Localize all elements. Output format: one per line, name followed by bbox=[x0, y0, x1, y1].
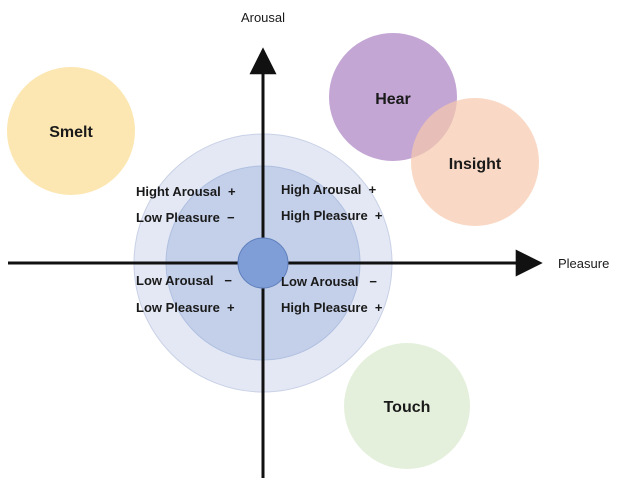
smelt-label: Smelt bbox=[49, 124, 93, 141]
bottom-left-line1: Low Arousal − bbox=[136, 273, 232, 288]
touch-bubble bbox=[344, 343, 470, 469]
bottom-right-line1: Low Arousal − bbox=[281, 274, 377, 289]
touch-label: Touch bbox=[384, 399, 431, 416]
bottom-right-line2: High Pleasure + bbox=[281, 300, 383, 315]
y-axis-label: Arousal bbox=[241, 10, 285, 25]
bottom-left-line2: Low Pleasure + bbox=[136, 300, 235, 315]
center-dot bbox=[237, 237, 289, 289]
top-left-line1: Hight Arousal + bbox=[136, 184, 236, 199]
x-axis-label: Pleasure bbox=[558, 256, 609, 271]
insight-bubble bbox=[411, 98, 539, 226]
hear-label: Hear bbox=[375, 91, 411, 108]
top-left-line2: Low Pleasure − bbox=[136, 210, 235, 225]
insight-label: Insight bbox=[449, 156, 502, 173]
top-right-line2: High Pleasure + bbox=[281, 208, 383, 223]
smelt-bubble bbox=[7, 67, 135, 195]
top-right-line1: High Arousal + bbox=[281, 182, 377, 197]
